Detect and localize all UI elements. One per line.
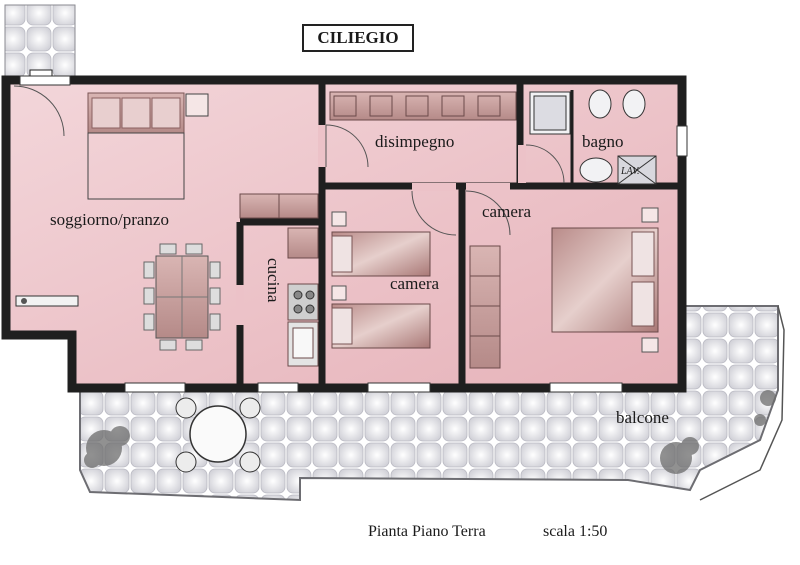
windows [19, 75, 688, 393]
twin-beds [331, 211, 431, 349]
floor-caption: Pianta Piano Terra [368, 523, 486, 540]
sofa [87, 92, 209, 200]
radiator [15, 295, 79, 307]
plants [84, 390, 776, 474]
room-label-balcony: balcone [616, 408, 669, 427]
room-label-bath: bagno [582, 132, 624, 151]
room-label-bedroom-twin: camera [390, 274, 440, 293]
dining-table [143, 243, 221, 351]
patio-table [175, 397, 261, 473]
room-label-bedroom-double: camera [482, 202, 532, 221]
room-label-kitchen: cucina [264, 258, 283, 303]
scale-caption: scala 1:50 [543, 523, 608, 540]
kitchen-cabinets [239, 193, 319, 367]
bedroom-wardrobe [469, 245, 501, 369]
bathroom-fixtures [529, 89, 657, 185]
balcony-terrace [79, 305, 785, 502]
room-label-living: soggiorno/pranzo [50, 210, 169, 229]
entrance-paving [4, 4, 76, 82]
room-label-hall: disimpegno [375, 132, 455, 151]
hall-wardrobe [329, 91, 517, 121]
doors [13, 85, 565, 325]
double-bed [551, 207, 659, 353]
label-laundry: LAV. [621, 166, 640, 177]
project-title: CILIEGIO [302, 24, 414, 52]
